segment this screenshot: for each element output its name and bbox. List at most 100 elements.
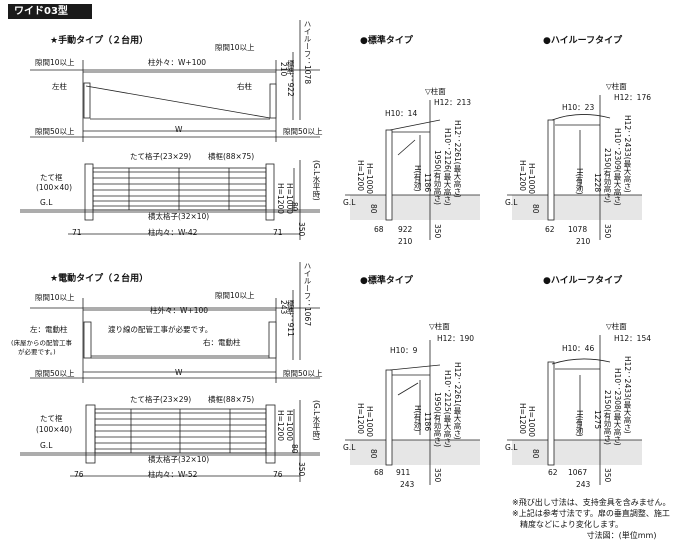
manual-gap-top-right: 隙間10以上 — [215, 43, 255, 52]
sec3-h1200: H=1200 — [356, 403, 365, 435]
sec4-h1000: H=1000 — [527, 406, 536, 438]
sec1-h-label: H(有効) — [413, 165, 422, 192]
sec4-h12: H12：154 — [614, 334, 651, 343]
sec3-h10max: H10：2125(最大高さ) — [443, 370, 452, 448]
sec1-h10: H10：14 — [385, 109, 418, 118]
sec3-h12max: H12：2261(最大高さ) — [453, 362, 462, 440]
manual-vert-frame-size: (100×40) — [36, 183, 72, 192]
electric-gl-level: (G.L水平時) — [312, 400, 321, 441]
sec3-pillar-top: ▽柱面 — [429, 322, 450, 331]
electric-left-note-1: (床屋からの配管工事 — [11, 339, 73, 347]
sec3-gl: G.L — [343, 443, 356, 452]
sec1-gl: G.L — [343, 198, 356, 207]
sec4-eff: 2150(有効高さ) — [603, 390, 612, 445]
sec3-dim-80: 80 — [369, 449, 378, 459]
sec2-dim-a: 62 — [545, 225, 555, 234]
section-high-1 — [507, 95, 642, 240]
sec4-h1200: H=1200 — [518, 403, 527, 435]
sec2-h10max: H10：2309(最大高さ) — [613, 128, 622, 206]
sec2-h-label: H(有効) — [575, 168, 584, 195]
sec4-h10: H10：46 — [562, 344, 595, 353]
electric-h1000: H=1000 — [285, 410, 294, 442]
sec3-h1000: H=1000 — [365, 406, 374, 438]
sec3-eff: 1950(有効高さ) — [433, 392, 442, 447]
sec1-title: ●標準タイプ — [360, 36, 413, 46]
sec4-title: ●ハイルーフタイプ — [543, 276, 623, 286]
sec3-valid-h: 1186 — [423, 412, 432, 432]
sec3-h10: H10：9 — [390, 346, 418, 355]
electric-dim-76-right: 76 — [273, 470, 283, 479]
section-std-2 — [345, 340, 480, 485]
sec4-h10max: H10：2308(最大高さ) — [613, 368, 622, 446]
manual-vert-frame: たて框 — [40, 173, 63, 182]
sec2-gl: G.L — [505, 198, 518, 207]
electric-outer-width: 柱外々：W+100 — [150, 306, 209, 315]
manual-dim-71-left: 71 — [72, 228, 82, 237]
unit-note: 寸法図：(単位mm) — [586, 531, 657, 540]
sec1-h1200: H=1200 — [356, 160, 365, 192]
sec1-dim-c: 210 — [398, 237, 413, 246]
sec4-dim-350: 350 — [603, 468, 612, 483]
manual-gap-top-left: 隙間10以上 — [35, 58, 75, 67]
sec1-dim-80: 80 — [369, 204, 378, 214]
electric-plan-view — [30, 262, 320, 383]
electric-dim-80: 80 — [290, 444, 299, 454]
manual-dim-210: 210 — [279, 62, 288, 77]
manual-gap-bottom-left: 隙間50以上 — [35, 127, 75, 136]
electric-elevation-view — [20, 400, 320, 482]
sec4-dim-b: 1067 — [568, 468, 588, 477]
manual-width: W — [175, 125, 183, 134]
manual-outer-width: 柱外々：W+100 — [148, 58, 207, 67]
sec3-dim-a: 68 — [374, 468, 384, 477]
manual-frame: 横框(88×75) — [208, 152, 255, 161]
electric-vert-frame-size: (100×40) — [36, 425, 72, 434]
sec2-h1000: H=1000 — [527, 163, 536, 195]
sec2-pillar-top: ▽柱面 — [606, 82, 627, 91]
sec1-eff: 1950(有効高さ) — [433, 150, 442, 205]
electric-gap-bottom-right: 隙間50以上 — [283, 369, 323, 378]
sec1-dim-350: 350 — [433, 224, 442, 239]
manual-horiz-lattice: 横太格子(32×10) — [148, 212, 210, 221]
manual-left-post: 左柱 — [52, 82, 67, 91]
sec3-h-label: H(有効) — [413, 405, 422, 432]
manual-inner-width: 柱内々：W-42 — [148, 228, 198, 237]
sec2-dim-b: 1078 — [568, 225, 588, 234]
sec1-h1000: H=1000 — [365, 163, 374, 195]
manual-h1200: H=1200 — [276, 183, 285, 215]
electric-frame: 横框(88×75) — [208, 395, 255, 404]
electric-right-post: 右：電動柱 — [203, 338, 241, 347]
electric-width: W — [175, 368, 183, 377]
electric-gl: G.L — [40, 441, 53, 450]
manual-std-922: 標準：922 — [286, 60, 295, 97]
electric-dim-76-left: 76 — [74, 470, 84, 479]
sec4-pillar-top: ▽柱面 — [606, 322, 627, 331]
electric-dim-350: 350 — [297, 462, 306, 477]
sec2-title: ●ハイルーフタイプ — [543, 36, 623, 46]
sec2-dim-80: 80 — [531, 204, 540, 214]
sec3-dim-b: 911 — [396, 468, 411, 477]
electric-dim-243: 243 — [279, 300, 288, 315]
electric-vert-lattice: たて格子(23×29) — [130, 395, 192, 404]
sec4-h-label: H(有効) — [575, 410, 584, 437]
sec3-dim-c: 243 — [400, 480, 415, 489]
manual-vert-lattice: たて格子(23×29) — [130, 152, 192, 161]
manual-gl-level: (G.L水平時) — [312, 160, 321, 201]
manual-gap-bottom-right: 隙間50以上 — [283, 127, 323, 136]
sec2-h1200: H=1200 — [518, 160, 527, 192]
sec1-valid-h: 1186 — [423, 173, 432, 193]
electric-left-note-2: が必要です。) — [18, 348, 56, 356]
sec2-valid-h: 1228 — [593, 173, 602, 193]
section-high-2 — [507, 335, 642, 485]
sec1-dim-a: 68 — [374, 225, 384, 234]
sec2-h12max: H12：2433(最大高さ) — [623, 115, 632, 193]
electric-vert-frame: たて框 — [40, 414, 63, 423]
sec1-h10max: H10：2126(最大高さ) — [443, 128, 452, 206]
electric-gap-top-left: 隙間10以上 — [35, 293, 75, 302]
electric-left-post: 左：電動柱 — [30, 325, 68, 334]
manual-title: ★手動タイプ（２台用） — [50, 36, 149, 46]
manual-high-1078: ハイルーフ：1078 — [303, 20, 312, 85]
manual-dim-350: 350 — [297, 222, 306, 237]
sec3-h12: H12：190 — [437, 334, 474, 343]
